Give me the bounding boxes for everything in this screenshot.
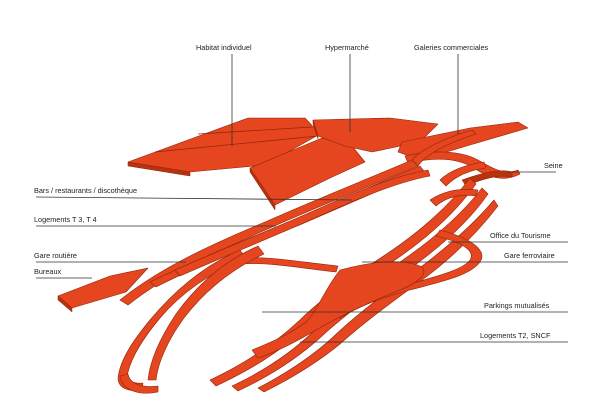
label-habitat-individuel: Habitat individuel: [196, 44, 252, 51]
leader-bars-restaurants: [36, 197, 352, 200]
label-bars-restaurants: Bars / restaurants / discothèque: [34, 187, 137, 194]
label-galeries-commerciales: Galeries commerciales: [414, 44, 488, 51]
label-parkings-mutualises: Parkings mutualisés: [484, 302, 549, 309]
label-seine: Seine: [544, 162, 563, 169]
label-logements-t2-sncf: Logements T2, SNCF: [480, 332, 550, 339]
label-office-tourisme: Office du Tourisme: [490, 232, 551, 239]
label-hypermarche: Hypermarché: [325, 44, 369, 51]
connector-bridge: [240, 258, 338, 272]
label-gare-ferroviaire: Gare ferroviaire: [504, 252, 555, 259]
label-logements-t3-t4: Logements T 3, T 4: [34, 216, 97, 223]
leader-lines: [36, 54, 568, 342]
label-gare-routiere: Gare routière: [34, 252, 77, 259]
label-bureaux: Bureaux: [34, 268, 61, 275]
